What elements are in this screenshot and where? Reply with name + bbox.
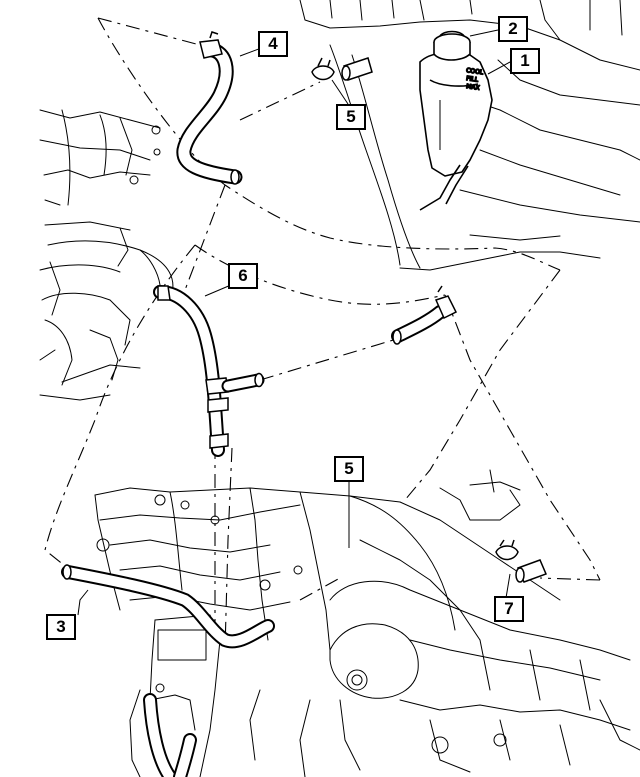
hose-6-branch — [221, 372, 265, 393]
hose-3 — [61, 564, 275, 649]
callout-5-upper: 5 — [336, 104, 366, 130]
hose-stub-7 — [515, 559, 548, 583]
reservoir-label-line-2: FILL — [466, 75, 479, 84]
callout-1: 1 — [510, 48, 540, 74]
reservoir-label-line-3: MAX — [466, 83, 480, 92]
reservoir-label-line-1: COOL — [466, 67, 484, 76]
hose-6 — [153, 285, 225, 457]
callout-2: 2 — [498, 16, 528, 42]
hose-4 — [176, 42, 243, 185]
spring-clamp-upper — [311, 57, 335, 81]
reservoir-cap — [433, 30, 471, 61]
hose-stub-upper — [341, 57, 373, 81]
coolant-reservoir: COOL FILL MAX — [419, 51, 493, 211]
hose-stub-middle-right — [391, 305, 447, 345]
hose-4-clamp — [199, 31, 223, 59]
callout-4: 4 — [258, 31, 288, 57]
callout-3: 3 — [46, 614, 76, 640]
callout-5-lower: 5 — [334, 456, 364, 482]
hose-stub-middle-right-clamp — [434, 285, 458, 320]
callout-7: 7 — [494, 596, 524, 622]
callout-6: 6 — [228, 263, 258, 289]
engine-bay-background — [39, 0, 640, 777]
spring-clamp-lower-right — [495, 539, 519, 561]
lower-curved-hose — [143, 693, 197, 777]
